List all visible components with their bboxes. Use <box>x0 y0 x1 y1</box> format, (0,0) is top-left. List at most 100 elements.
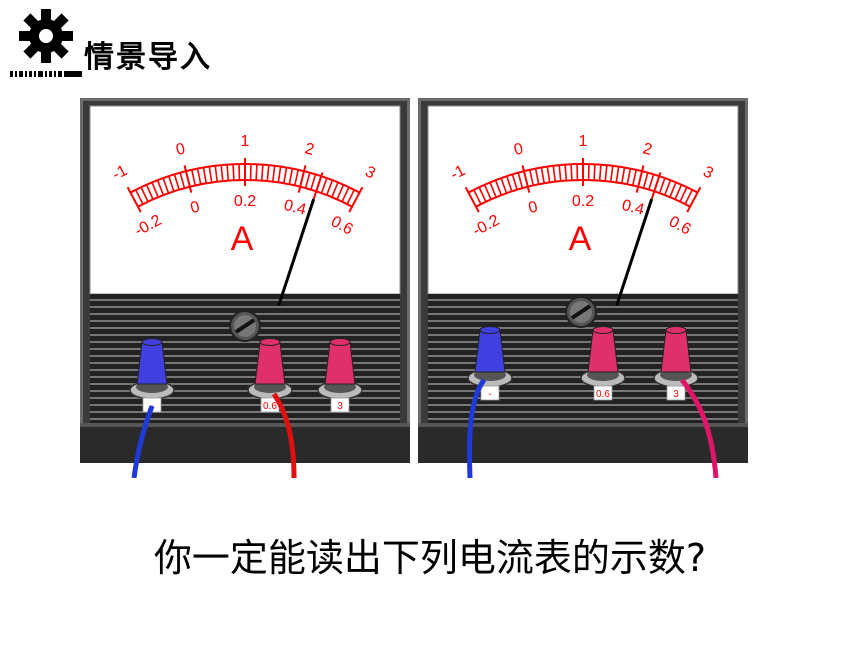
scale-tick <box>534 168 540 185</box>
scale-tick <box>331 182 339 198</box>
upper-scale-label: 2 <box>303 140 316 159</box>
meter-base <box>80 423 410 463</box>
scale-tick <box>320 177 328 194</box>
scale-tick <box>179 172 186 189</box>
scale-tick <box>135 189 144 205</box>
scale-tick <box>511 174 518 190</box>
scale-major-tick <box>686 186 702 213</box>
scale-tick <box>570 164 573 181</box>
scale-tick <box>500 177 508 194</box>
scale-major-tick <box>297 165 307 193</box>
scale-tick <box>679 186 688 203</box>
scale-tick <box>277 166 282 183</box>
terminal-label: 3 <box>337 401 343 412</box>
scale-major-tick <box>126 186 142 213</box>
scale-tick <box>494 179 503 196</box>
scale-tick <box>604 165 608 182</box>
scale-tick <box>336 184 345 200</box>
scale-tick <box>489 182 497 198</box>
terminal-3: 3 <box>653 326 699 401</box>
terminal-3: 3 <box>317 338 363 413</box>
terminal-label: - <box>488 389 491 400</box>
scale-tick <box>255 164 258 181</box>
scale-tick <box>202 167 207 184</box>
scale-tick <box>609 165 614 182</box>
lower-scale-label: 0.4 <box>282 197 308 219</box>
scale-tick <box>168 175 175 192</box>
scale-tick <box>473 189 482 205</box>
wire-negative <box>131 405 155 478</box>
decorative-dash-line <box>10 71 82 77</box>
section-header: 情景导入 <box>0 0 260 90</box>
scale-tick <box>145 184 154 200</box>
scale-tick <box>304 172 311 189</box>
scale-tick <box>663 179 672 196</box>
scale-tick <box>310 174 317 190</box>
scale-tick <box>517 172 524 189</box>
scale-major-tick <box>348 186 364 213</box>
scale-tick <box>288 168 294 185</box>
wire-negative <box>467 378 487 478</box>
scale-tick <box>325 179 334 196</box>
scale-tick <box>669 182 677 198</box>
scale-tick <box>631 169 638 186</box>
scale-tick <box>540 167 545 184</box>
scale-tick <box>615 166 620 183</box>
scale-major-tick <box>183 165 193 193</box>
meter-base <box>418 423 748 463</box>
terminal-0.6: 0.6 <box>247 338 293 413</box>
gear-icon <box>19 9 73 63</box>
needle-tip <box>650 172 662 200</box>
scale-tick <box>293 169 300 186</box>
page-title: 情景导入 <box>84 40 212 75</box>
scale-tick <box>208 166 213 183</box>
scale-tick <box>478 186 487 203</box>
scale-tick <box>260 164 264 181</box>
scale-tick <box>674 184 683 200</box>
scale-tick <box>593 164 596 181</box>
wire-3 <box>680 378 719 478</box>
lower-scale-label: 0.2 <box>234 193 256 210</box>
unit-symbol: A <box>231 220 254 258</box>
scale-tick <box>156 179 165 196</box>
scale-tick <box>140 186 149 203</box>
scale-tick <box>346 189 355 205</box>
scale-tick <box>483 184 492 200</box>
scale-tick <box>642 172 649 189</box>
scale-major-tick <box>635 165 645 193</box>
scale-tick <box>151 182 159 198</box>
scale-tick <box>626 168 632 185</box>
scale-tick <box>220 165 224 182</box>
upper-scale-label: 1 <box>241 133 250 150</box>
terminal-label: 0.6 <box>263 401 277 412</box>
scale-tick <box>190 169 197 186</box>
upper-scale-label: 2 <box>641 140 654 159</box>
scale-tick <box>552 165 557 182</box>
scale-tick <box>528 169 535 186</box>
needle <box>615 198 654 306</box>
wire-0.6 <box>271 392 297 478</box>
question-text: 你一定能读出下列电流表的示数? <box>153 536 707 580</box>
lower-scale-label: 0 <box>189 198 202 217</box>
scale-tick <box>214 165 219 182</box>
terminal-label: 0.6 <box>596 389 610 400</box>
scale-major-tick <box>464 186 480 213</box>
needle-tip <box>312 172 324 200</box>
scale-tick <box>564 164 568 181</box>
upper-scale-label: 0 <box>512 140 525 159</box>
scale-tick <box>648 174 655 190</box>
lower-scale-label: 0.4 <box>620 197 646 219</box>
terminal-label: 3 <box>673 389 679 400</box>
scale-tick <box>232 164 235 181</box>
lower-scale-label: 0 <box>527 198 540 217</box>
unit-symbol: A <box>569 220 592 258</box>
scale-tick <box>658 177 666 194</box>
scale-tick <box>546 166 551 183</box>
scale-tick <box>271 165 276 182</box>
scale-tick <box>621 167 626 184</box>
upper-scale-label: 0 <box>174 140 187 159</box>
scale-tick <box>684 189 693 205</box>
scale-tick <box>162 177 170 194</box>
